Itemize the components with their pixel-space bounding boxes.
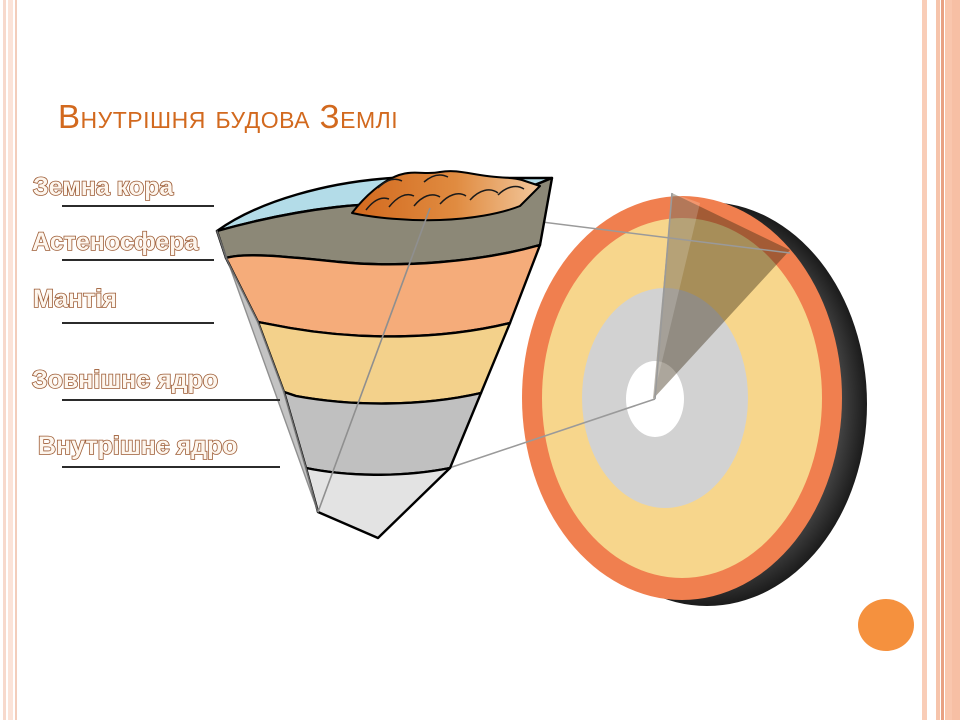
right-border-stripe-2 [936,0,940,720]
layer-label-crust: Земна кора [32,172,174,202]
right-border-stripe-1 [922,0,927,720]
earth-wedge-cutaway [215,170,554,540]
connector-sector-edge [654,192,673,400]
right-border-stripe-3 [941,0,944,720]
left-border-stripe-2 [8,0,13,720]
sphere-cutout-sector [653,193,790,399]
layer-underline-mantle [62,322,214,324]
right-border-stripe-5 [952,0,960,720]
wedge-inner-crease [317,207,431,513]
right-border-stripe-4 [945,0,952,720]
left-border-stripe-3 [15,0,17,720]
layer-underline-outer-core [62,399,280,401]
layer-label-outer-core: Зовнішнє ядро [31,365,219,395]
layer-label-asthenosphere: Астеносфера [31,227,199,257]
left-border-stripe-1 [3,0,6,720]
layer-label-inner-core: Внутрішнє ядро [37,431,238,461]
wedge-inner-core [304,466,452,540]
corner-decoration-dot [858,599,914,651]
earth-sphere-cutaway [522,193,867,606]
wedge-outer-core [282,390,483,476]
mountain-range [351,170,541,222]
layer-underline-asthenosphere [62,259,214,261]
layer-underline-crust [62,205,214,207]
page-title: Внутрішня будова Землі [58,98,399,135]
sphere-cutout-highlight [653,193,700,399]
mountain-ridge-lines [365,174,525,211]
layer-underline-inner-core [62,466,280,468]
layer-label-mantle: Мантія [32,284,118,314]
